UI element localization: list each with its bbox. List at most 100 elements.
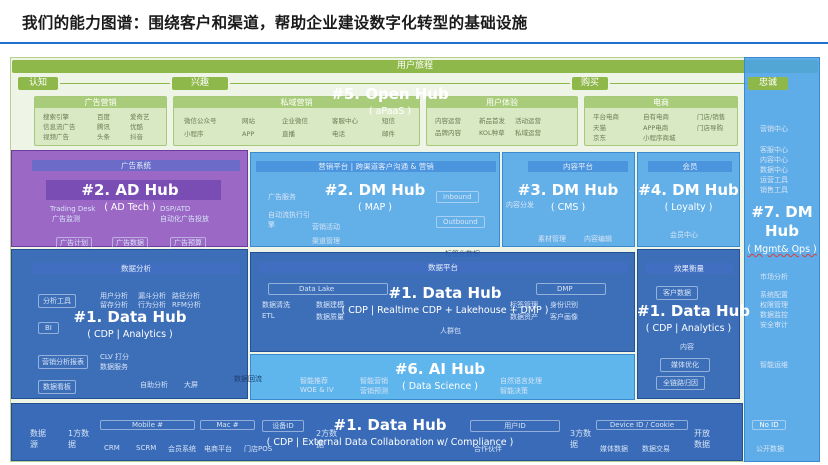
- journey-label: 用户旅程: [396, 61, 433, 71]
- channel-item: 客服中心: [332, 117, 358, 125]
- ops-item: 内容中心: [760, 156, 788, 164]
- stage-label: 购买: [580, 78, 599, 88]
- effect-item: 内容: [680, 343, 694, 351]
- stage-label: 兴趣: [190, 78, 209, 88]
- channel-item: APP: [242, 130, 255, 138]
- source-item: No ID: [752, 420, 786, 430]
- member-item: 会员中心: [670, 231, 698, 239]
- ai-item: 营销预测: [360, 387, 388, 395]
- channel-item: 腾讯: [97, 123, 110, 131]
- platform-item: 人群包: [440, 327, 461, 335]
- hub-name: #7. DM Hub: [751, 203, 813, 240]
- stage-purchase: 购买: [572, 77, 608, 90]
- map-item: Inbound: [436, 191, 479, 203]
- source-sub: CRM: [104, 444, 120, 452]
- source-sub: 合作伙伴: [474, 445, 502, 453]
- ops-item: 运营工具: [760, 176, 788, 184]
- hub-subtitle: ( CDP | Analytics ): [87, 329, 173, 340]
- channel-social-title: 私域营销: [174, 97, 419, 108]
- hub-subtitle: ( CDP | Realtime CDP + Lakehouse + DMP ): [341, 305, 549, 316]
- channel-ux-title: 用户体验: [427, 97, 577, 108]
- channel-item: 小程序: [184, 130, 204, 138]
- source-sub: 公开数据: [756, 445, 784, 453]
- hub-dm-cms: #3. DM Hub ( CMS ): [508, 181, 628, 214]
- channel-social: 私域营销 微信公众号 小程序 网站 APP 企业微信 直播 客服中心 电话 短信…: [173, 96, 420, 146]
- ops-item: 营销中心: [760, 125, 788, 133]
- ops-item: 销售工具: [760, 186, 788, 194]
- stage-arrow: [230, 83, 570, 84]
- journey-bar: 用户旅程: [12, 60, 818, 73]
- map-item: 渠道管理: [312, 237, 340, 245]
- source-sub: 数据交易: [642, 445, 670, 453]
- channel-item: 爱奇艺: [130, 113, 150, 121]
- channel-item: 京东: [593, 134, 606, 142]
- cms-item: 内容分发: [506, 201, 534, 209]
- hub-data-realtime: #1. Data Hub ( CDP | Realtime CDP + Lake…: [320, 284, 570, 317]
- adhub-panel: [46, 180, 221, 200]
- ops-item: 客服中心: [760, 146, 788, 154]
- hub-name: #1. Data Hub: [333, 416, 447, 434]
- source-sub: 电商平台: [204, 445, 232, 453]
- hub-name: #5. Open Hub: [331, 85, 449, 103]
- source-item: 开放数据: [694, 429, 710, 449]
- source-item: 3方数据: [570, 429, 592, 449]
- channel-item: 自有电商: [643, 113, 669, 121]
- effect-item: 媒体优化: [660, 358, 710, 372]
- map-item: 营销活动: [312, 223, 340, 231]
- stage-loyalty: 忠诚: [748, 77, 788, 90]
- channel-ad: 广告营销 搜索引擎 信息流广告 视频广告 百度 腾讯 头条 爱奇艺 优酷 抖音: [34, 96, 167, 146]
- hub-name: #1. Data Hub: [73, 308, 187, 326]
- title-underline: [0, 42, 828, 44]
- hub-subtitle: ( CDP | Analytics ): [645, 323, 732, 334]
- hub-name: #2. AD Hub: [81, 181, 179, 199]
- channel-item: KOL种草: [479, 129, 505, 137]
- channel-item: 直播: [282, 130, 295, 138]
- ad-item: 广告监测: [52, 215, 80, 223]
- channel-item: 企业微信: [282, 117, 308, 125]
- dmhub-ops-overlay: [744, 57, 820, 462]
- analytics-item: BI: [38, 322, 59, 334]
- channel-item: 私域运营: [515, 129, 541, 137]
- hub-name: #6. AI Hub: [394, 360, 486, 378]
- platform-item: 数据资产: [510, 313, 538, 321]
- source-item: Mobile #: [100, 420, 195, 430]
- ops-item: 市场分析: [760, 273, 788, 281]
- ops-item: 智能运维: [760, 361, 788, 369]
- ad-item: DSP/ATD: [160, 205, 191, 213]
- platform-item: 数据建模: [316, 301, 344, 309]
- hub-dm-loyalty: #4. DM Hub ( Loyalty ): [637, 181, 740, 214]
- stage-label: 认知: [28, 78, 47, 88]
- channel-item: 百度: [97, 113, 110, 121]
- channel-ad-title: 广告营销: [35, 97, 166, 108]
- platform-item: DMP: [536, 283, 606, 295]
- ad-item: 广告数据: [112, 237, 148, 249]
- channel-item: 邮件: [382, 130, 395, 138]
- hub-data-analytics-left: #1. Data Hub ( CDP | Analytics ): [40, 308, 220, 341]
- channel-item: 平台电商: [593, 113, 619, 121]
- platform-item: 数据清洗: [262, 301, 290, 309]
- hub-name: #1. Data Hub: [388, 284, 502, 302]
- channel-item: 短信: [382, 117, 395, 125]
- analytics-item: 行为分析: [138, 301, 166, 309]
- platform-item: 标签管理: [510, 301, 538, 309]
- effect-item: 全链路归因: [656, 376, 705, 390]
- source-item: 1方数据: [68, 429, 90, 449]
- source-item: 2方数据: [316, 429, 338, 449]
- ad-item: 广告计划: [56, 237, 92, 249]
- hub-subtitle: ( AD Tech ): [104, 202, 156, 213]
- ad-item: 自动化广告投放: [160, 215, 209, 223]
- stage-interest: 兴趣: [172, 77, 228, 90]
- ai-item: 智能决策: [500, 387, 528, 395]
- ops-item: 权限管理: [760, 301, 788, 309]
- analytics-title: 数据分析: [32, 263, 240, 274]
- cms-item: 素材管理: [538, 235, 566, 243]
- platform-item: 数据质量: [316, 313, 344, 321]
- platform-item: ETL: [262, 312, 275, 320]
- analytics-item: 自助分析: [140, 381, 168, 389]
- channel-ecom: 电商 平台电商 天猫 京东 自有电商 APP电商 小程序商城 门店/销售 门店导…: [584, 96, 738, 146]
- datahub-analytics-left-overlay: [11, 249, 248, 399]
- channel-item: 小程序商城: [643, 134, 676, 142]
- map-item: Outbound: [436, 216, 485, 228]
- channel-item: 视频广告: [43, 133, 69, 141]
- hub-name: #2. DM Hub: [324, 181, 426, 199]
